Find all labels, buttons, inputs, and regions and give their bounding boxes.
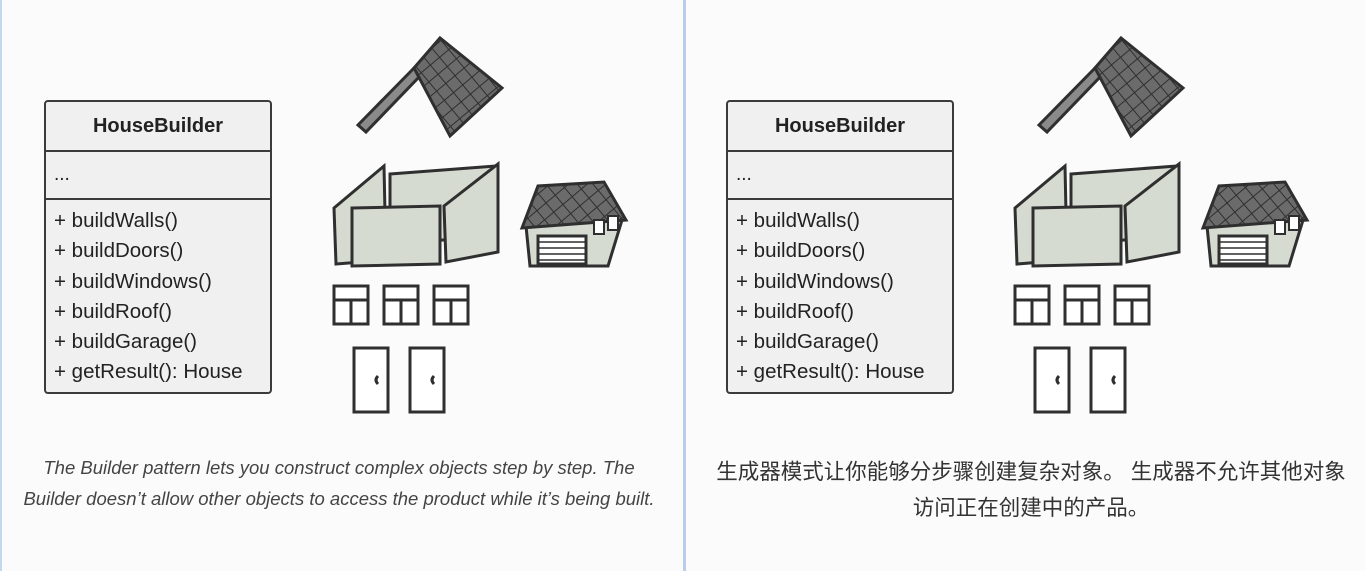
uml-class-title: HouseBuilder	[46, 102, 270, 152]
doors-icon	[352, 346, 446, 414]
caption-chinese: 生成器模式让你能够分步骤创建复杂对象。 生成器不允许其他对象访问正在创建中的产品…	[716, 460, 1346, 520]
uml-class-housebuilder: HouseBuilder ... + buildWalls() + buildD…	[726, 100, 954, 394]
uml-method: + buildWindows()	[736, 269, 894, 293]
garage-icon	[519, 180, 629, 268]
uml-method: + buildGarage()	[54, 330, 198, 354]
roof-icon	[355, 35, 505, 139]
walls-icon	[1013, 160, 1181, 268]
uml-method: + buildRoof()	[54, 299, 172, 323]
uml-class-methods: + buildWalls() + buildDoors() + buildWin…	[728, 200, 952, 392]
uml-method: + buildRoof()	[736, 299, 854, 323]
house-parts-illustration	[1013, 35, 1310, 414]
doors-icon	[1033, 346, 1127, 414]
house-parts-illustration	[332, 35, 629, 414]
uml-method: + buildWalls()	[736, 209, 860, 232]
panel-chinese: HouseBuilder ... + buildWalls() + buildD…	[683, 0, 1365, 571]
uml-class-housebuilder: HouseBuilder ... + buildWalls() + buildD…	[44, 100, 272, 394]
windows-icon	[332, 284, 470, 326]
uml-method: + getResult(): House	[736, 360, 925, 384]
garage-icon	[1200, 180, 1310, 268]
uml-method: + buildGarage()	[736, 330, 880, 354]
uml-class-attributes: ...	[728, 152, 952, 200]
walls-icon	[332, 160, 500, 268]
uml-class-methods: + buildWalls() + buildDoors() + buildWin…	[46, 200, 270, 392]
windows-icon	[1013, 284, 1151, 326]
uml-class-attributes: ...	[46, 152, 270, 200]
roof-icon	[1036, 35, 1186, 139]
panel-english: HouseBuilder ... + buildWalls() + buildD…	[0, 0, 682, 571]
caption-english: The Builder pattern lets you construct c…	[23, 457, 655, 509]
uml-method: + buildDoors()	[54, 239, 184, 263]
uml-method: + buildWalls()	[54, 209, 178, 232]
uml-method: + buildDoors()	[736, 239, 866, 263]
uml-method: + buildWindows()	[54, 269, 212, 293]
uml-method: + getResult(): House	[54, 360, 243, 384]
uml-class-title: HouseBuilder	[728, 102, 952, 152]
